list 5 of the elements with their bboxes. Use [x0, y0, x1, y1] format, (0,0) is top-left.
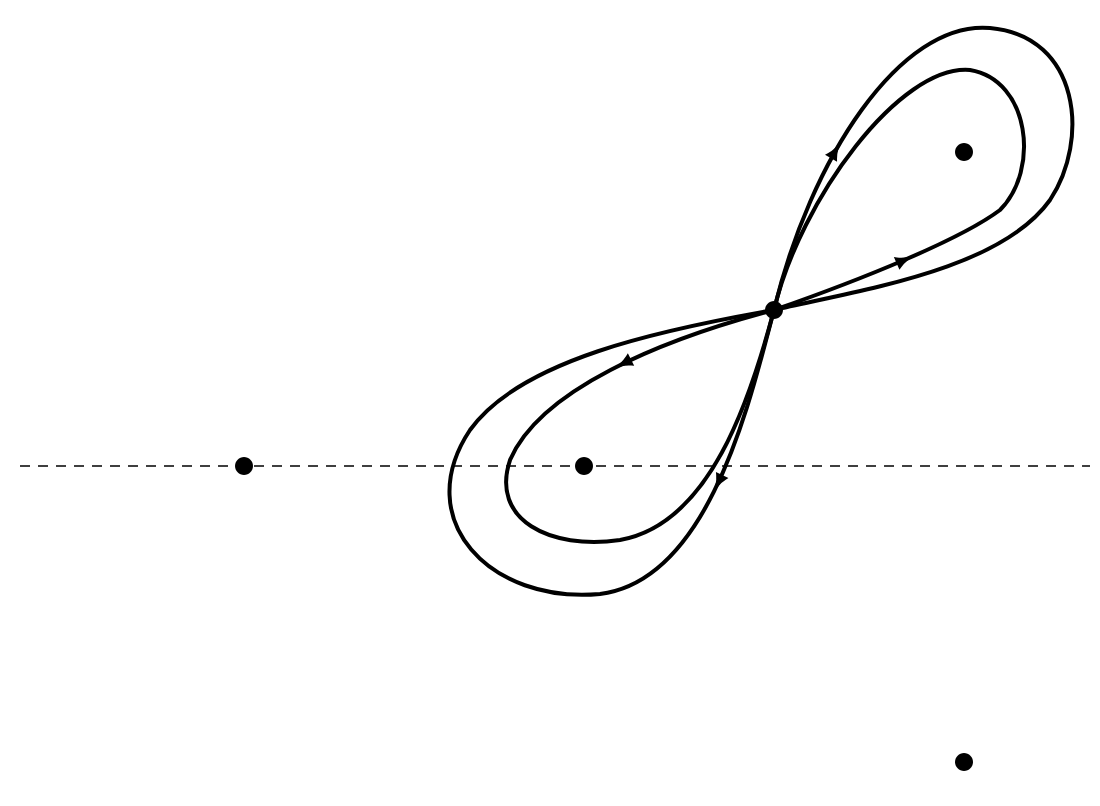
dot: [955, 143, 973, 161]
dot: [235, 457, 253, 475]
dot: [955, 753, 973, 771]
dot: [575, 457, 593, 475]
dot: [765, 301, 783, 319]
